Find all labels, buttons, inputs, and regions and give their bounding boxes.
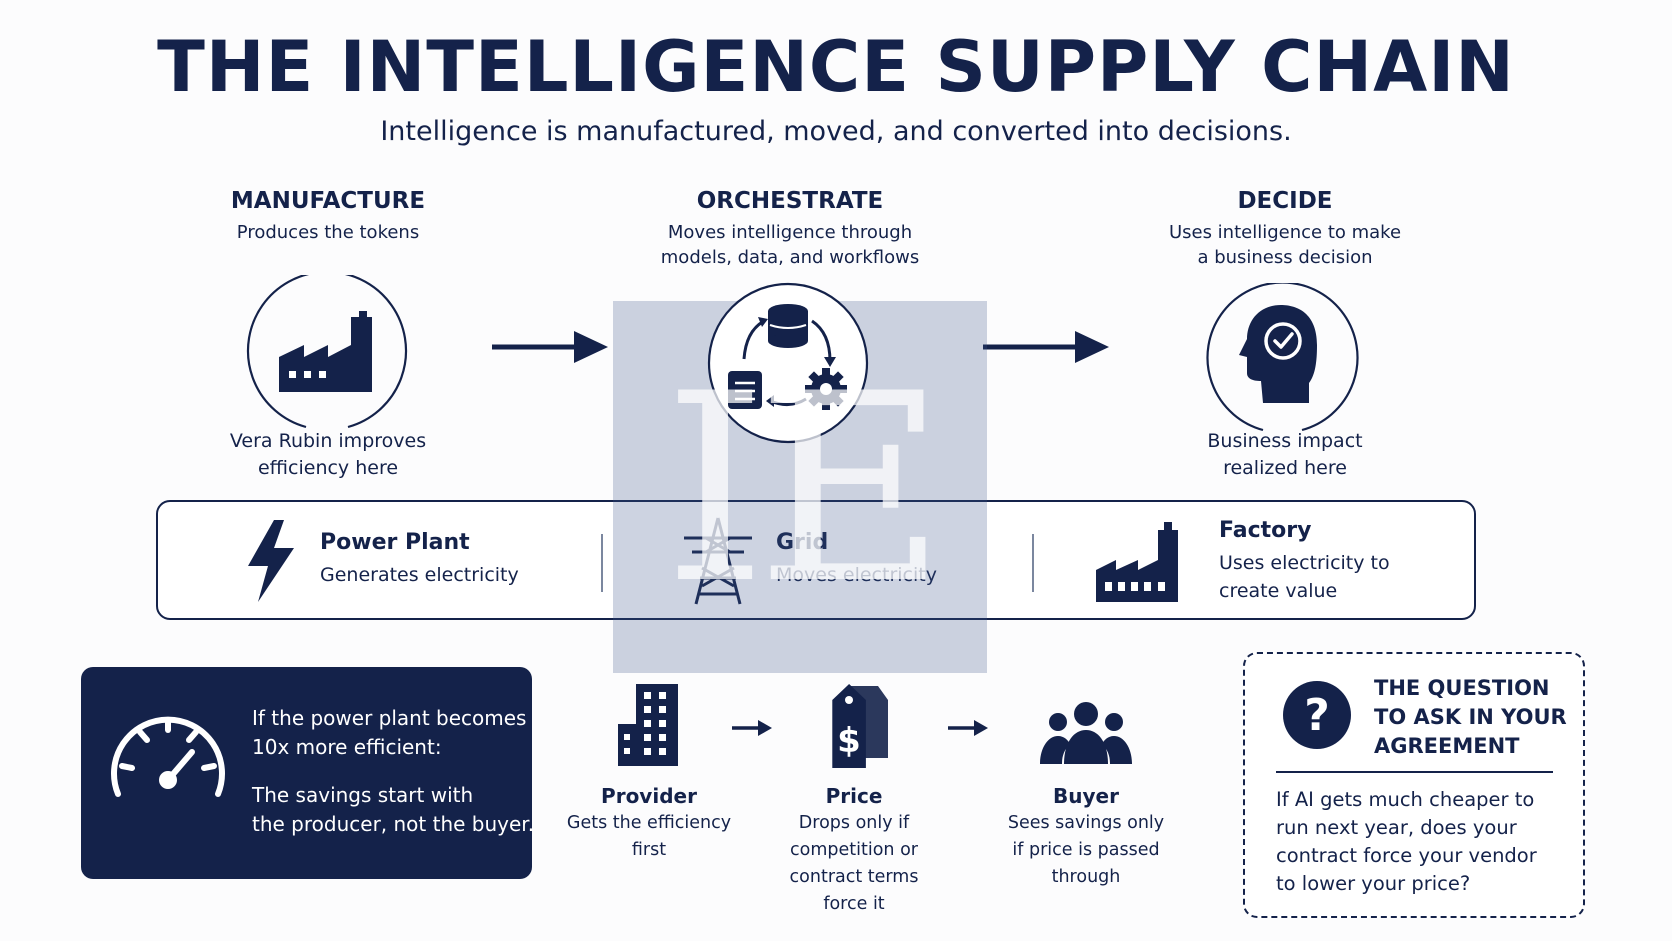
arrow-right-icon — [981, 329, 1111, 369]
analogy-divider — [1032, 534, 1034, 592]
head-check-icon — [1205, 281, 1360, 442]
svg-text:?: ? — [1304, 690, 1330, 741]
question-heading: THE QUESTION TO ASK IN YOUR AGREEMENT — [1374, 676, 1567, 758]
flow-provider-desc: Gets the efficiency first — [566, 813, 732, 860]
analogy-factory-title: Factory — [1219, 518, 1312, 543]
stage-decide-heading: DECIDE — [1237, 188, 1333, 214]
callout-text-top: If the power plant becomes 10x more effi… — [252, 706, 527, 759]
flow-buyer-label: Buyer — [1053, 784, 1119, 808]
arrow-right-icon — [730, 718, 774, 742]
arrow-right-icon — [946, 718, 990, 742]
stage-manufacture-desc: Produces the tokens — [236, 222, 420, 243]
analogy-divider — [601, 534, 603, 592]
group-icon — [1038, 700, 1134, 770]
analogy-power-plant-title: Power Plant — [320, 530, 470, 555]
stage-manufacture-note: Vera Rubin improves efficiency here — [229, 430, 427, 479]
arrow-right-icon — [490, 329, 610, 369]
stage-orchestrate-desc: Moves intelligence through models, data,… — [660, 222, 920, 268]
flow-price-desc: Drops only if competition or contract te… — [789, 813, 919, 914]
power-tower-icon — [678, 516, 758, 610]
analogy-power-plant-desc: Generates electricity — [320, 564, 519, 586]
efficiency-callout-card — [81, 667, 532, 879]
question-mark-icon: ? — [1282, 680, 1352, 754]
stage-manufacture-heading: MANUFACTURE — [230, 188, 426, 214]
stage-decide-note: Business impact realized here — [1207, 430, 1363, 479]
flow-buyer-desc: Sees savings only if price is passed thr… — [1007, 813, 1165, 887]
factory-icon — [1094, 518, 1188, 608]
analogy-grid-title: Grid — [776, 530, 829, 555]
callout-text-bottom: The savings start with the producer, not… — [252, 783, 535, 836]
lightning-icon — [244, 518, 298, 608]
speedometer-icon — [104, 708, 232, 812]
watermark-logo: IE — [663, 339, 946, 641]
question-body: If AI gets much cheaper to run next year… — [1276, 788, 1537, 895]
factory-icon — [246, 270, 408, 437]
analogy-grid-desc: Moves electricity — [776, 564, 937, 586]
building-icon — [614, 682, 684, 772]
flow-price-label: Price — [825, 784, 883, 808]
price-tag-icon: $ — [820, 680, 890, 776]
svg-text:$: $ — [837, 721, 861, 761]
workflow-cycle-icon — [706, 281, 870, 449]
analogy-factory-desc: Uses electricity to create value — [1219, 552, 1390, 602]
stage-decide-desc: Uses intelligence to make a business dec… — [1168, 222, 1402, 268]
question-divider — [1276, 771, 1553, 773]
analogy-box — [156, 500, 1476, 620]
stage-orchestrate-heading: ORCHESTRATE — [696, 188, 884, 214]
page-subtitle: Intelligence is manufactured, moved, and… — [380, 116, 1292, 147]
page-title: THE INTELLIGENCE SUPPLY CHAIN — [157, 26, 1515, 108]
flow-provider-label: Provider — [601, 784, 697, 808]
